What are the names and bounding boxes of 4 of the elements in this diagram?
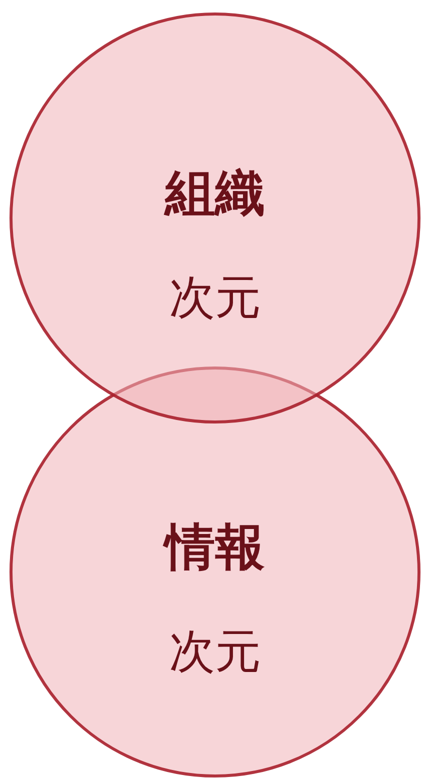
circle-heading: 組織: [165, 168, 265, 218]
circle-heading: 情報: [165, 522, 265, 572]
circle-label: 次元: [169, 628, 261, 674]
circle-label: 次元: [169, 274, 261, 320]
